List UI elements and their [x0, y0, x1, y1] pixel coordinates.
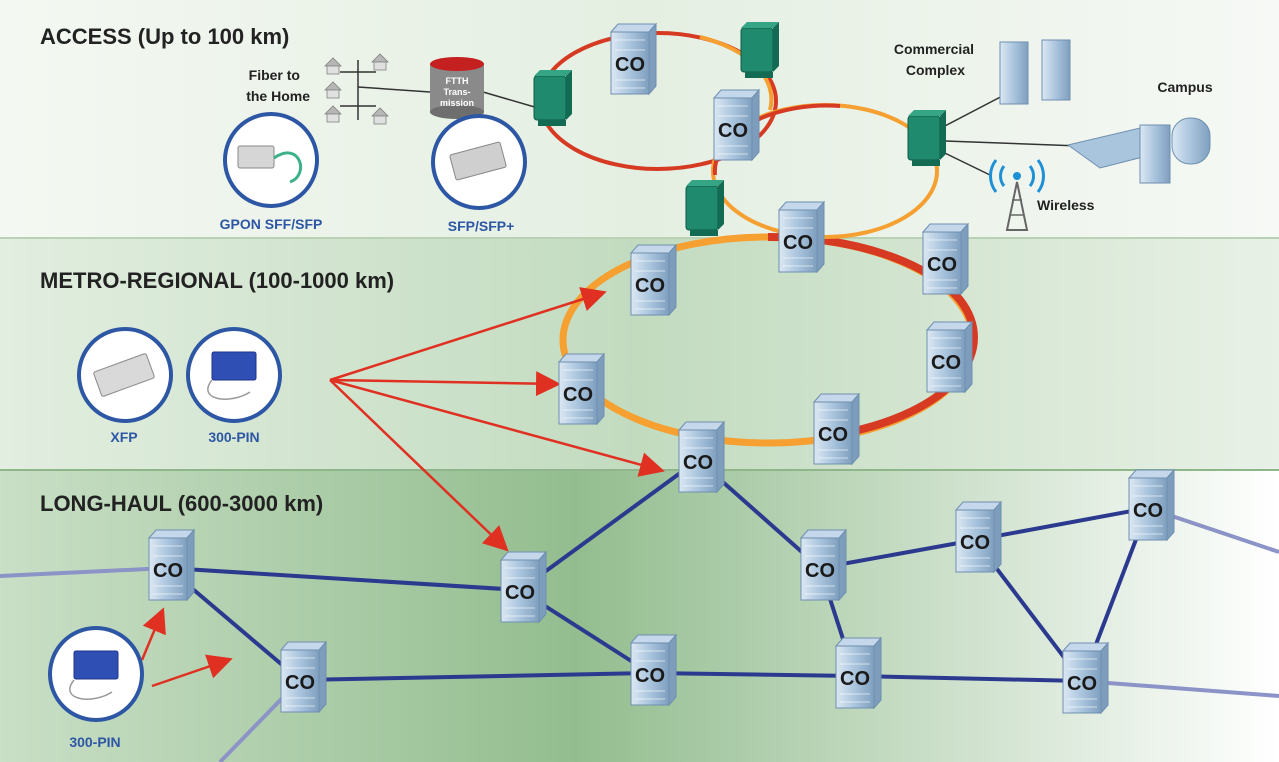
co-building: CO [926, 321, 973, 393]
commercial-label-line2: Complex [906, 62, 965, 78]
gpon-sff-sfp-product: GPON SFF/SFP [220, 112, 323, 232]
fiber-home-label-line1: Fiber to [249, 67, 300, 83]
gpon-label: GPON SFF/SFP [220, 216, 323, 232]
co-label: CO [635, 275, 665, 297]
co-label: CO [635, 665, 665, 687]
co-label: CO [783, 232, 813, 254]
300pin-longhaul-label: 300-PIN [69, 734, 120, 750]
access-band-title: ACCESS (Up to 100 km) [40, 24, 289, 49]
300pin-metro-label: 300-PIN [208, 429, 259, 445]
co-label: CO [927, 254, 957, 276]
sfp-label: SFP/SFP+ [448, 218, 515, 234]
co-building: CO [280, 641, 327, 713]
commercial-label-line1: Commercial [894, 41, 974, 57]
co-building: CO [813, 393, 860, 465]
router-icon [685, 179, 725, 237]
300pin-module-icon [211, 351, 257, 381]
co-label: CO [563, 384, 593, 406]
co-building: CO [835, 637, 882, 709]
ftth-transmission-icon: FTTH Trans- mission [430, 57, 484, 119]
co-building: CO [778, 201, 825, 273]
co-building: CO [678, 421, 725, 493]
co-building: CO [955, 501, 1002, 573]
sfp-module-icon [449, 141, 507, 181]
co-label: CO [153, 560, 183, 582]
co-label: CO [805, 560, 835, 582]
co-building: CO [1062, 642, 1109, 714]
longhaul-band-title: LONG-HAUL (600-3000 km) [40, 491, 323, 516]
co-label: CO [1067, 673, 1097, 695]
co-label: CO [840, 668, 870, 690]
co-building: CO [630, 634, 677, 706]
300pin-module-icon-2 [73, 650, 119, 680]
co-label: CO [683, 452, 713, 474]
co-building: CO [713, 89, 760, 161]
co-building: CO [1128, 469, 1175, 541]
co-label: CO [718, 120, 748, 142]
co-building: CO [630, 244, 677, 316]
co-label: CO [1133, 500, 1163, 522]
xfp-product: XFP [77, 327, 173, 445]
co-building: CO [800, 529, 847, 601]
metro-band-title: METRO-REGIONAL (100-1000 km) [40, 268, 394, 293]
campus-icon [1066, 117, 1211, 184]
ftth-label-3: mission [440, 98, 474, 108]
fiber-home-label-line2: the Home [246, 88, 310, 104]
router-icon [533, 69, 573, 127]
gpon-module-icon [237, 145, 275, 169]
co-label: CO [960, 532, 990, 554]
co-building: CO [922, 223, 969, 295]
ftth-label-1: FTTH [446, 76, 469, 86]
co-label: CO [615, 54, 645, 76]
sfp-product: SFP/SFP+ [431, 114, 527, 234]
co-building: CO [500, 551, 547, 623]
co-label: CO [818, 424, 848, 446]
commercial-complex-icon [999, 39, 1071, 105]
300pin-metro-product: 300-PIN [186, 327, 282, 445]
longhaul-links [0, 458, 1279, 762]
xfp-label: XFP [110, 429, 137, 445]
300pin-longhaul-product: 300-PIN [48, 626, 144, 750]
co-buildings: CO CO CO CO CO CO CO CO CO CO CO CO CO CO CO CO CO CO [148, 23, 1175, 714]
xfp-module-icon [93, 353, 155, 397]
router-icon [907, 109, 947, 167]
co-building: CO [610, 23, 657, 95]
co-label: CO [931, 352, 961, 374]
co-building: CO [558, 353, 605, 425]
ftth-label-2: Trans- [443, 87, 470, 97]
wireless-tower-icon [989, 159, 1045, 231]
product-arrows [140, 287, 665, 688]
co-label: CO [505, 582, 535, 604]
campus-label: Campus [1157, 79, 1212, 95]
router-icon [740, 21, 780, 79]
co-label: CO [285, 672, 315, 694]
co-building: CO [148, 529, 195, 601]
wireless-label: Wireless [1037, 197, 1095, 213]
